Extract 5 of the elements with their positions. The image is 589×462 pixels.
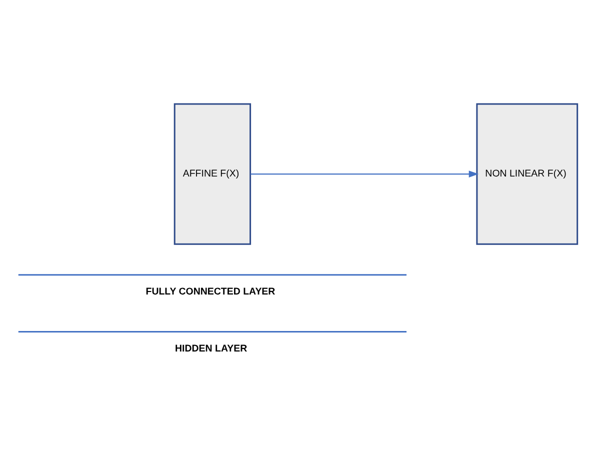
arrow xyxy=(250,170,479,178)
node-box: AFFINE F(X) xyxy=(174,103,252,245)
node-box: NON LINEAR F(X) xyxy=(476,103,578,245)
label: HIDDEN LAYER xyxy=(174,344,248,355)
label: FULLY CONNECTED LAYER xyxy=(146,286,276,298)
